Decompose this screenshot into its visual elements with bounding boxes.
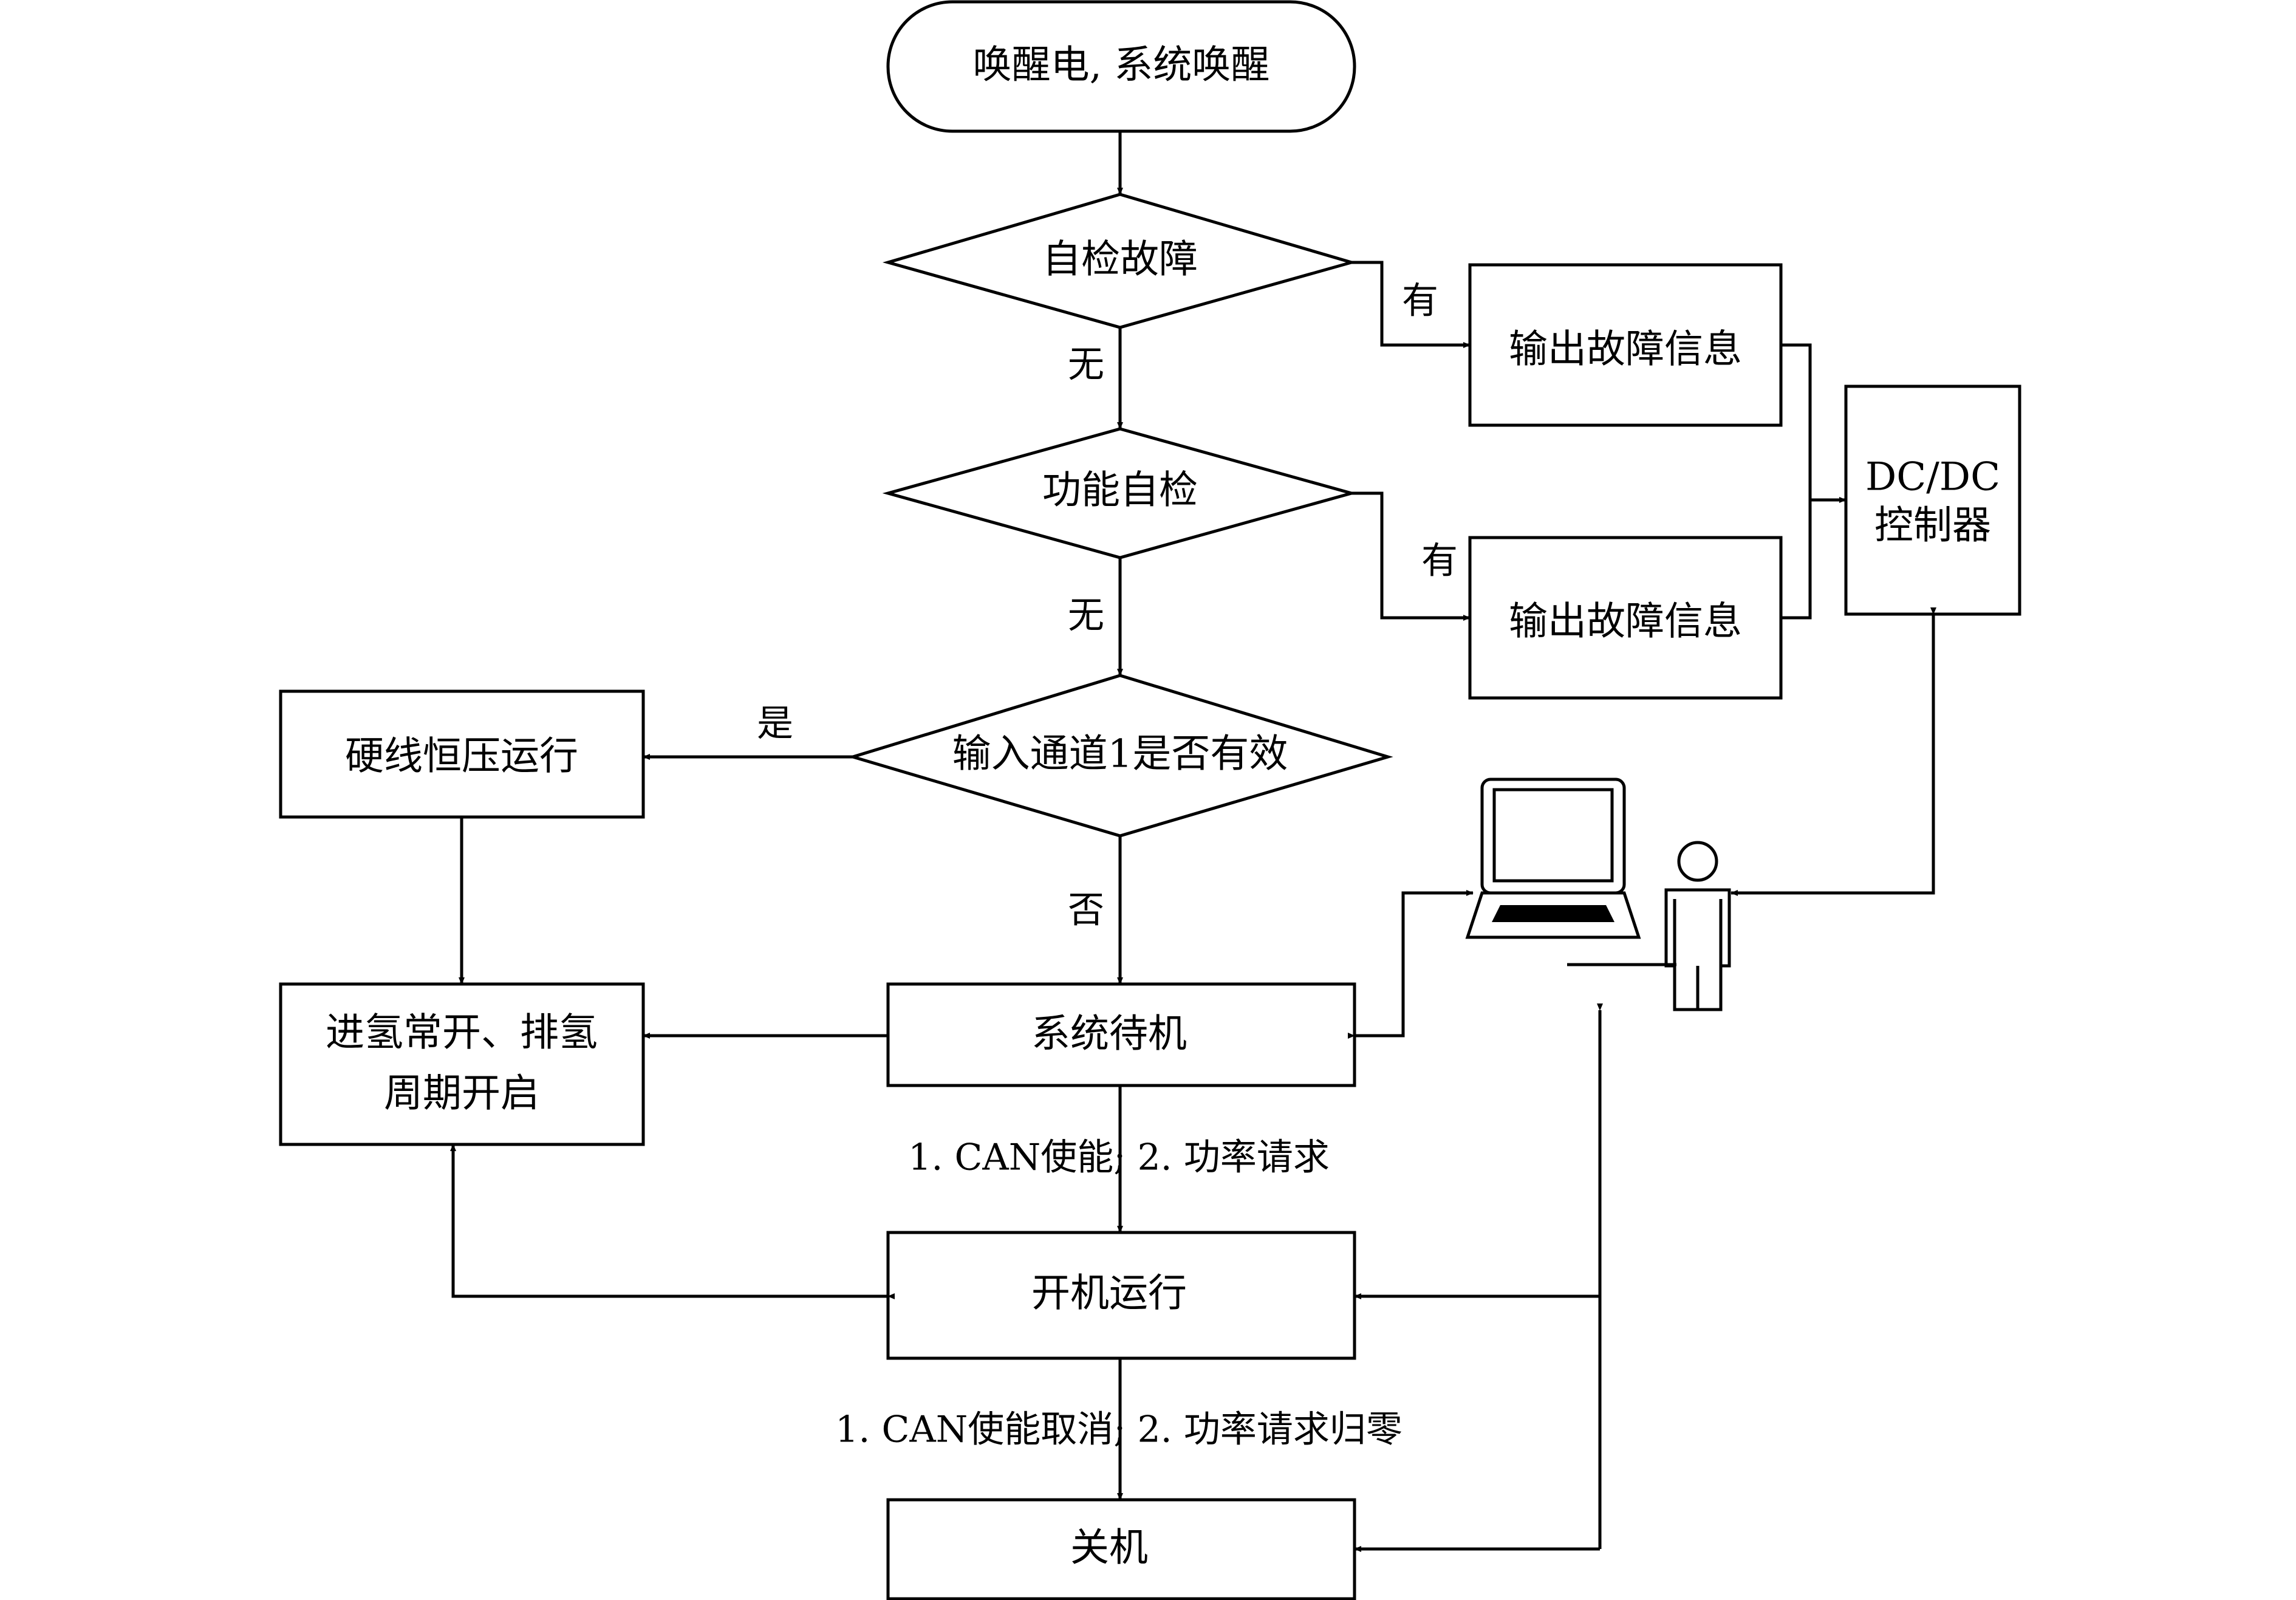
output-fault-label-2: 输出故障信息 — [1509, 600, 1742, 644]
output-fault-label-1: 输出故障信息 — [1509, 327, 1742, 372]
hydrogen-label-line1: 进氢常开、排氢 — [326, 1011, 598, 1056]
start-label: 唤醒电, 系统唤醒 — [973, 43, 1270, 88]
edge-label-standby-to-running: 1. CAN使能; 2. 功率请求 — [908, 1137, 1330, 1179]
edge-label-none-1: 无 — [1068, 344, 1104, 386]
edge-label-running-to-shutdown: 1. CAN使能取消; 2. 功率请求归零 — [835, 1409, 1403, 1451]
edge-label-none-2: 无 — [1068, 595, 1104, 637]
edge-label-no: 否 — [1068, 889, 1104, 932]
hydrogen-label-line2: 周期开启 — [384, 1072, 539, 1116]
edge-standby-computer-bidirectional — [1348, 890, 1474, 1039]
self-check-fault-label: 自检故障 — [1042, 238, 1198, 282]
hardwire-label: 硬线恒压运行 — [345, 734, 578, 779]
dcdc-label-line2: 控制器 — [1874, 504, 1991, 549]
person-icon — [1664, 841, 1731, 1011]
edge-function-to-output2 — [1351, 491, 1471, 621]
running-label: 开机运行 — [1031, 1271, 1187, 1316]
edge-label-yes: 是 — [757, 703, 793, 745]
input-channel-label: 输入通道1是否有效 — [952, 732, 1288, 777]
standby-label: 系统待机 — [1031, 1012, 1187, 1057]
computer-icon — [1465, 778, 1641, 939]
edge-label-has-2: 有 — [1421, 540, 1458, 583]
edge-label-has-1: 有 — [1402, 280, 1438, 323]
edge-output1-to-dcdc — [1781, 343, 1812, 620]
dcdc-label-line1: DC/DC — [1865, 455, 2000, 500]
hydrogen-box — [279, 982, 645, 1146]
edge-running-hydrogen-bidirectional — [450, 1144, 895, 1299]
dcdc-controller-box — [1844, 385, 2021, 616]
shutdown-label: 关机 — [1070, 1526, 1148, 1571]
edge-dcdc-person-bidirectional — [1731, 607, 1936, 896]
edge-selfcheck-to-output1 — [1351, 261, 1471, 348]
function-check-label: 功能自检 — [1042, 468, 1198, 513]
